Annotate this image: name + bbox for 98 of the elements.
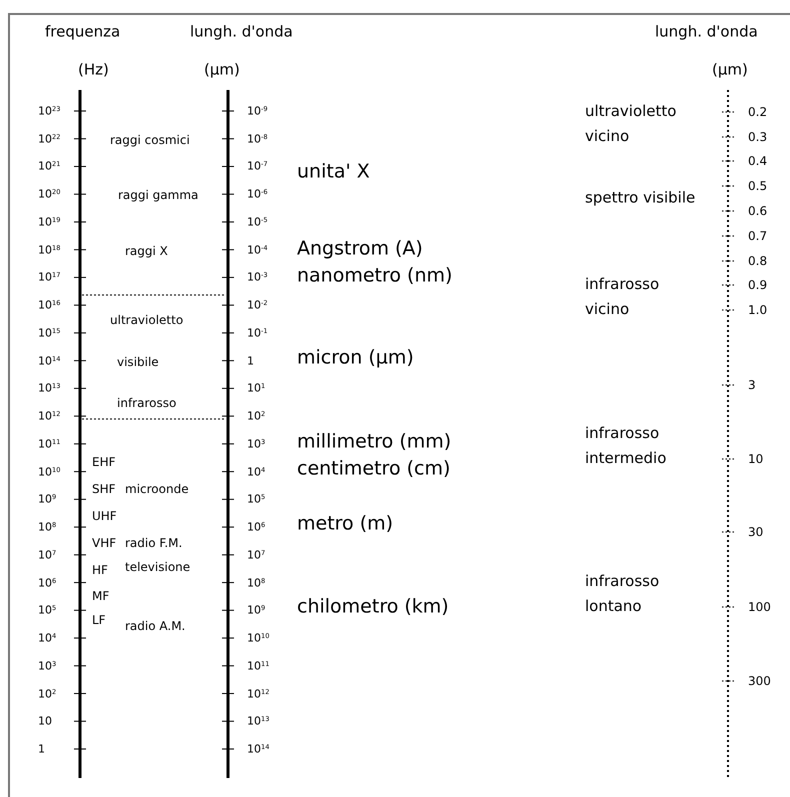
band-label: EHF — [92, 456, 116, 468]
band-label: visibile — [117, 356, 159, 368]
axis-title: (μm) — [712, 62, 748, 78]
tick-label: 10$^{17}$ — [38, 272, 60, 283]
region-label: infrarosso intermedio — [585, 423, 668, 469]
tick-label: 10$^{14}$ — [247, 744, 270, 754]
band-label: UHF — [92, 510, 117, 522]
region-label: ultravioletto vicino — [585, 101, 678, 147]
band-label: radio F.M. — [125, 537, 182, 549]
tick-label: 0.5 — [748, 180, 768, 192]
unit-label: centimetro (cm) — [297, 460, 450, 478]
tick-label: 10$^{7}$ — [247, 549, 266, 560]
unit-label: chilometro (km) — [297, 598, 449, 616]
tick-label: 3 — [748, 379, 756, 391]
tick-label: 10$^{2}$ — [38, 688, 56, 700]
axis-title: lungh. d'onda — [190, 24, 293, 40]
tick-label: 10$^{4}$ — [247, 466, 266, 478]
tick-label: 10$^{10}$ — [38, 466, 60, 478]
region-label: spettro visibile — [585, 188, 696, 208]
tick-label: 10$^{-1}$ — [247, 327, 268, 338]
band-label: infrarosso — [117, 397, 176, 409]
tick-label: 0.7 — [748, 230, 768, 242]
unit-label: Angstrom (A) — [297, 240, 423, 258]
tick-label: 0.9 — [748, 279, 768, 291]
tick-label: 10$^{8}$ — [38, 522, 56, 533]
tick-label: 10$^{13}$ — [247, 716, 270, 727]
band-label: SHF — [92, 483, 116, 495]
tick-label: 10$^{22}$ — [38, 133, 60, 144]
tick-label: 10$^{-9}$ — [247, 106, 268, 116]
unit-label: unita' X — [297, 162, 370, 182]
tick-label: 10$^{5}$ — [38, 604, 56, 616]
tick-label: 10$^{12}$ — [247, 688, 270, 700]
band-label: VHF — [92, 537, 116, 549]
tick-label: 10$^{6}$ — [38, 577, 56, 588]
axis-title: frequenza — [45, 24, 120, 40]
tick-label: 10$^{9}$ — [247, 604, 266, 616]
tick-label: 10$^{7}$ — [38, 549, 56, 560]
tick-label: 10$^{4}$ — [38, 632, 56, 644]
unit-label: millimetro (mm) — [297, 432, 452, 452]
tick-label: 10$^{1}$ — [247, 382, 266, 394]
unit-label: metro (m) — [297, 514, 394, 534]
tick-label: 10$^{6}$ — [247, 522, 266, 533]
tick-label: 10$^{11}$ — [247, 660, 270, 672]
band-label: televisione — [125, 561, 190, 573]
band-label: raggi gamma — [118, 189, 198, 201]
band-label: radio A.M. — [125, 620, 186, 632]
tick-label: 30 — [748, 526, 764, 538]
tick-label: 10$^{10}$ — [247, 632, 270, 644]
tick-label: 10$^{-6}$ — [247, 188, 268, 200]
tick-label: 1 — [38, 744, 45, 754]
tick-label: 10$^{-7}$ — [247, 160, 268, 172]
unit-label: nanometro (nm) — [297, 266, 452, 286]
tick-label: 10$^{16}$ — [38, 300, 60, 311]
region-label: infrarosso vicino — [585, 274, 660, 320]
tick-label: 10$^{3}$ — [38, 660, 56, 672]
tick-label: 10$^{3}$ — [247, 438, 266, 450]
tick-label: 10$^{13}$ — [38, 382, 60, 394]
tick-label: 0.2 — [748, 106, 768, 118]
tick-label: 10$^{15}$ — [38, 327, 60, 338]
tick-label: 1 — [247, 355, 254, 366]
band-label: MF — [92, 590, 110, 602]
tick-label: 10$^{21}$ — [38, 160, 60, 172]
tick-label: 100 — [748, 601, 771, 613]
tick-label: 0.3 — [748, 131, 768, 143]
tick-label: 0.8 — [748, 255, 768, 267]
unit-label: micron (μm) — [297, 348, 414, 368]
tick-label: 10$^{23}$ — [38, 106, 60, 116]
tick-label: 0.4 — [748, 155, 768, 167]
tick-label: 10$^{-3}$ — [247, 272, 268, 283]
band-label: HF — [92, 564, 108, 576]
axis-title: (μm) — [204, 62, 240, 78]
tick-label: 10$^{-4}$ — [247, 244, 268, 256]
band-label: raggi cosmici — [110, 134, 190, 146]
band-label: raggi X — [125, 245, 168, 257]
band-label: microonde — [125, 483, 189, 495]
region-label: infrarosso lontano — [585, 571, 660, 617]
band-label: LF — [92, 614, 106, 626]
tick-label: 10$^{-5}$ — [247, 216, 268, 228]
tick-label: 10$^{-8}$ — [247, 133, 268, 144]
band-label: ultravioletto — [110, 314, 184, 326]
tick-label: 10$^{-2}$ — [247, 300, 268, 311]
axis-title: lungh. d'onda — [655, 24, 758, 40]
tick-label: 300 — [748, 675, 771, 687]
tick-label: 1.0 — [748, 304, 768, 316]
tick-label: 10$^{12}$ — [38, 410, 60, 422]
tick-label: 10$^{2}$ — [247, 410, 266, 422]
tick-label: 10$^{18}$ — [38, 244, 60, 256]
tick-label: 10$^{5}$ — [247, 494, 266, 505]
tick-label: 10$^{9}$ — [38, 494, 56, 505]
tick-label: 0.6 — [748, 205, 768, 217]
tick-label: 10 — [748, 453, 764, 465]
tick-label: 10$^{14}$ — [38, 355, 60, 366]
tick-label: 10$^{19}$ — [38, 216, 60, 228]
axis-title: (Hz) — [78, 62, 109, 78]
tick-label: 10$^{8}$ — [247, 577, 266, 588]
tick-label: 10 — [38, 716, 52, 727]
tick-label: 10$^{20}$ — [38, 188, 60, 200]
tick-label: 10$^{11}$ — [38, 438, 60, 450]
